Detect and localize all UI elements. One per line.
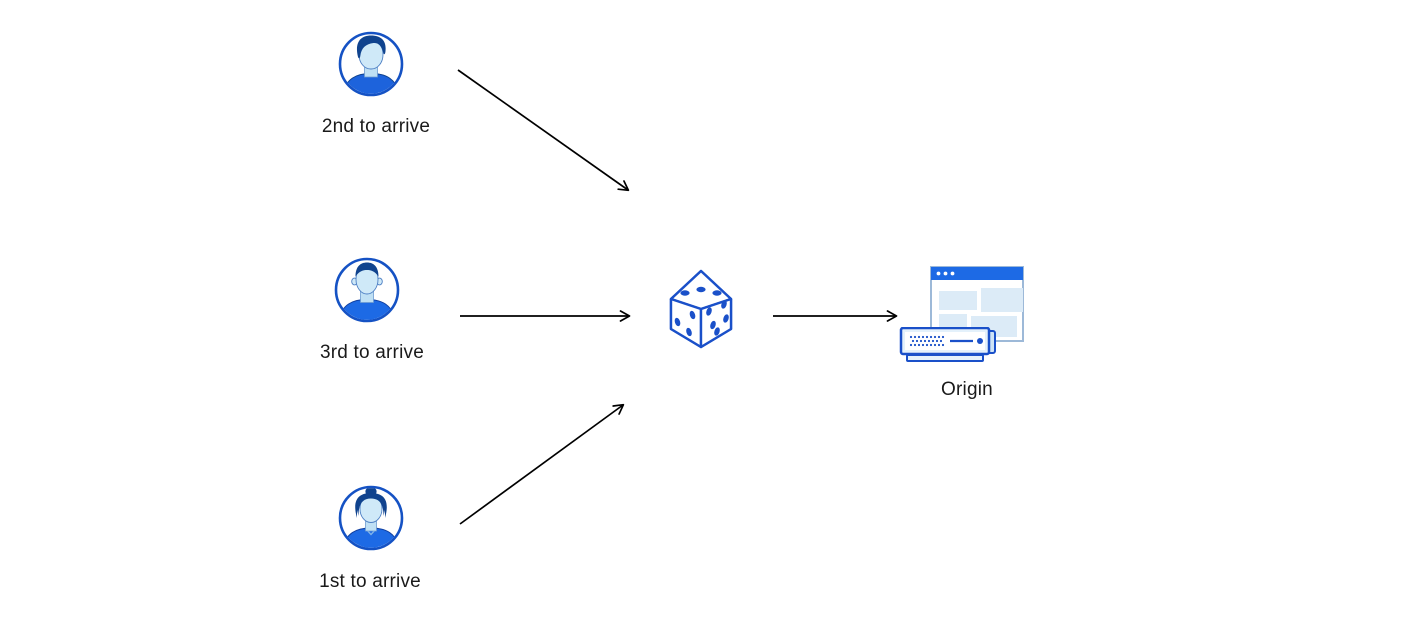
client1-label: 1st to arrive [319, 571, 421, 592]
origin-label: Origin [941, 379, 993, 400]
dice-icon [669, 269, 733, 349]
origin-server-icon [899, 327, 996, 362]
user-avatar-male-icon [334, 257, 400, 323]
user-avatar-male-quiff-icon [338, 31, 404, 97]
server-vent-dots [909, 335, 945, 347]
client3-label: 3rd to arrive [320, 342, 424, 363]
arrow-client2-to-dice [457, 69, 630, 192]
user-avatar-female-icon [338, 485, 404, 551]
arrow-client1-to-dice [459, 403, 625, 525]
client2-label: 2nd to arrive [321, 116, 431, 137]
